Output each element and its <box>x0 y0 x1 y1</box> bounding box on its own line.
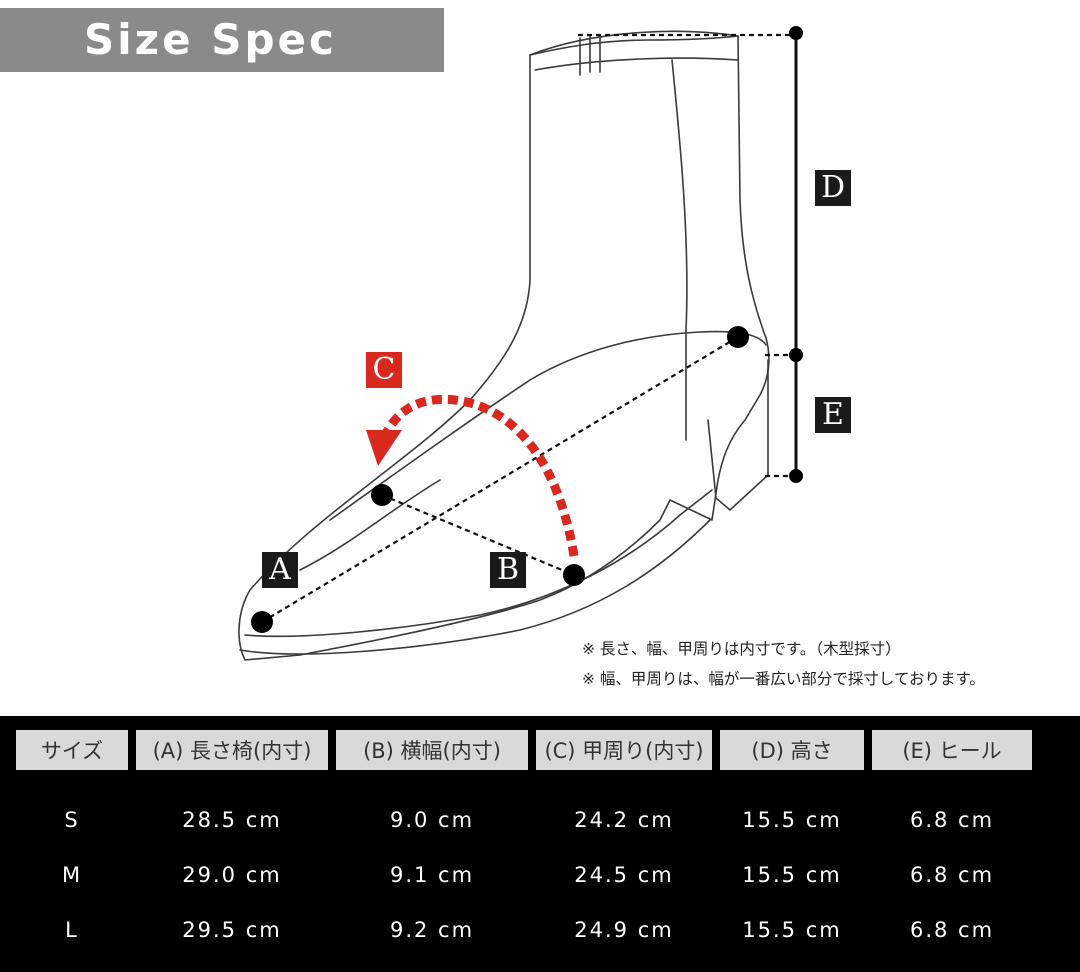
cell-heel: 6.8 cm <box>909 807 995 832</box>
table-row: L 29.5 cm 9.2 cm 24.9 cm 15.5 cm 6.8 cm <box>16 902 1032 957</box>
boot-sole-bottom <box>239 519 711 655</box>
cell-length: 28.5 cm <box>182 807 282 832</box>
col-header-girth: (C) 甲周り(内寸) <box>536 730 712 770</box>
cell-size: L <box>65 917 79 942</box>
point-a-heel <box>727 326 749 348</box>
col-header-height: (D) 高さ <box>720 730 864 770</box>
label-b: B <box>490 552 526 588</box>
boot-shaft-top <box>529 35 739 56</box>
label-e: E <box>815 397 851 433</box>
label-a: A <box>262 552 298 588</box>
cell-girth: 24.5 cm <box>574 862 674 887</box>
label-d: D <box>815 170 851 206</box>
cell-girth: 24.2 cm <box>574 807 674 832</box>
cell-girth: 24.9 cm <box>574 917 674 942</box>
cell-length: 29.5 cm <box>182 917 282 942</box>
boot-collar <box>534 57 739 71</box>
cell-size: S <box>64 807 80 832</box>
boot-shaft-outline <box>238 30 770 661</box>
cell-size: M <box>61 862 83 887</box>
cell-height: 15.5 cm <box>742 807 842 832</box>
table-header-row: サイズ (A) 長さ椅(内寸) (B) 横幅(内寸) (C) 甲周り(内寸) (… <box>16 730 1032 770</box>
cell-width: 9.0 cm <box>389 807 475 832</box>
cell-heel: 6.8 cm <box>909 862 995 887</box>
point-e-bottom <box>789 469 803 483</box>
measure-c-arc <box>379 394 579 557</box>
measurement-notes: ※ 長さ、幅、甲周りは内寸です。（木型採寸） ※ 幅、甲周りは、幅が一番広い部分… <box>582 634 985 694</box>
table-row: S 28.5 cm 9.0 cm 24.2 cm 15.5 cm 6.8 cm <box>16 770 1032 847</box>
cell-height: 15.5 cm <box>742 917 842 942</box>
col-header-length: (A) 長さ椅(内寸) <box>136 730 328 770</box>
size-table-panel: サイズ (A) 長さ椅(内寸) (B) 横幅(内寸) (C) 甲周り(内寸) (… <box>0 716 1080 972</box>
point-b-right <box>563 564 585 586</box>
measure-c-arrowhead <box>366 430 402 466</box>
cell-heel: 6.8 cm <box>909 917 995 942</box>
point-a-toe <box>251 611 273 633</box>
cell-width: 9.2 cm <box>389 917 475 942</box>
boot-zipper <box>579 35 601 76</box>
measure-a-line <box>261 336 739 623</box>
cell-width: 9.1 cm <box>389 862 475 887</box>
page-title: Size Spec <box>0 8 444 72</box>
boot-heel-outline <box>707 359 769 511</box>
boot-sole-edge <box>244 489 713 638</box>
boot-seam <box>671 59 688 441</box>
cell-height: 15.5 cm <box>742 862 842 887</box>
col-header-width: (B) 横幅(内寸) <box>336 730 528 770</box>
point-d-top <box>789 26 803 40</box>
point-b-left <box>371 484 393 506</box>
size-table: サイズ (A) 長さ椅(内寸) (B) 横幅(内寸) (C) 甲周り(内寸) (… <box>8 730 1040 957</box>
cell-length: 29.0 cm <box>182 862 282 887</box>
boot-toe-line <box>299 479 441 571</box>
label-c: C <box>366 352 402 388</box>
note-line: ※ 幅、甲周りは、幅が一番広い部分で採寸しております。 <box>582 670 985 688</box>
table-row: M 29.0 cm 9.1 cm 24.5 cm 15.5 cm 6.8 cm <box>16 847 1032 902</box>
col-header-heel: (E) ヒール <box>872 730 1032 770</box>
point-d-e-mid <box>789 348 803 362</box>
boot-diagram <box>238 26 803 661</box>
col-header-size: サイズ <box>16 730 128 770</box>
measure-b-line <box>381 493 575 577</box>
note-line: ※ 長さ、幅、甲周りは内寸です。（木型採寸） <box>582 640 901 658</box>
